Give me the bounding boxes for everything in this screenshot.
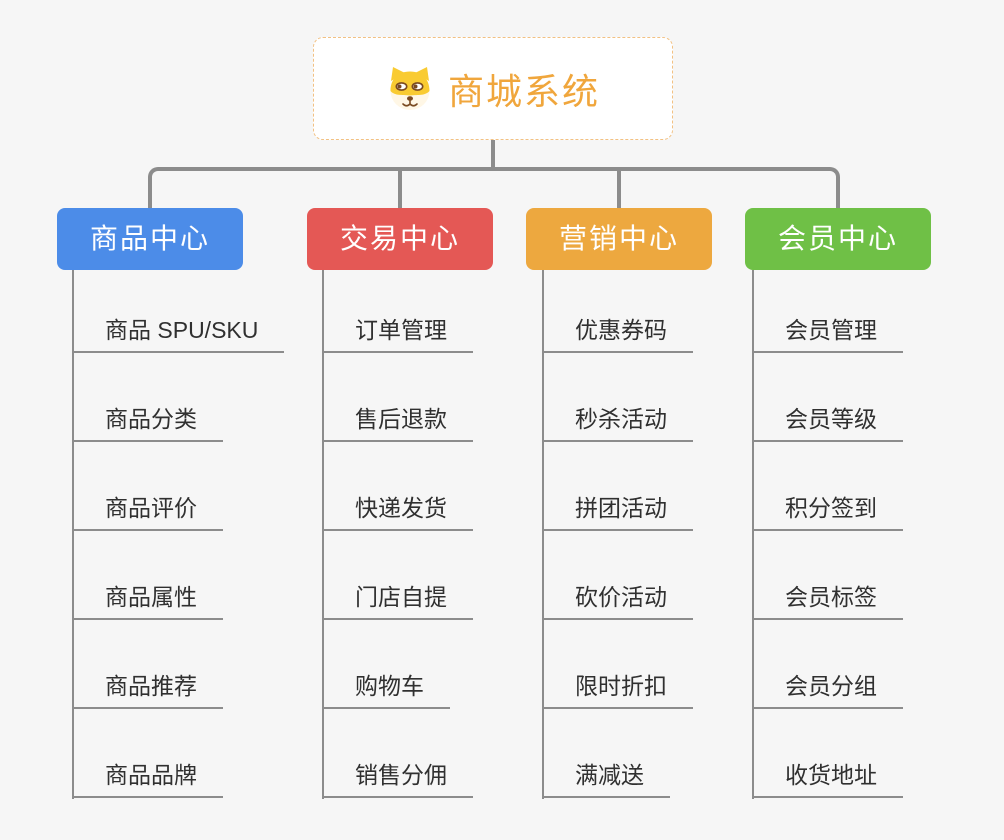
connector-spine-goods	[72, 270, 74, 799]
leaf-node[interactable]: 商品分类	[72, 404, 223, 442]
leaf-node[interactable]: 会员标签	[752, 582, 903, 620]
leaf-node[interactable]: 商品品牌	[72, 760, 223, 798]
leaf-node[interactable]: 会员等级	[752, 404, 903, 442]
connector-drop-trade	[398, 167, 402, 208]
connector-spine-marketing	[542, 270, 544, 799]
leaf-node[interactable]: 拼团活动	[542, 493, 693, 531]
leaf-node[interactable]: 砍价活动	[542, 582, 693, 620]
leaf-node[interactable]: 订单管理	[322, 315, 473, 353]
leaf-node[interactable]: 购物车	[322, 671, 450, 709]
leaf-node[interactable]: 销售分佣	[322, 760, 473, 798]
leaf-node[interactable]: 门店自提	[322, 582, 473, 620]
connector-spine-member	[752, 270, 754, 799]
leaf-node[interactable]: 商品评价	[72, 493, 223, 531]
root-node[interactable]: 商城系统	[313, 37, 673, 140]
leaf-node[interactable]: 秒杀活动	[542, 404, 693, 442]
leaf-node[interactable]: 售后退款	[322, 404, 473, 442]
leaf-node[interactable]: 会员管理	[752, 315, 903, 353]
dog-face-icon	[386, 66, 434, 112]
leaf-node[interactable]: 优惠券码	[542, 315, 693, 353]
branch-node-goods[interactable]: 商品中心	[57, 208, 243, 270]
leaf-node[interactable]: 快递发货	[322, 493, 473, 531]
leaf-node[interactable]: 限时折扣	[542, 671, 693, 709]
connector-spine-trade	[322, 270, 324, 799]
connector-bus	[148, 167, 840, 208]
root-title: 商城系统	[447, 70, 600, 112]
leaf-node[interactable]: 积分签到	[752, 493, 903, 531]
branch-node-trade[interactable]: 交易中心	[307, 208, 493, 270]
leaf-node[interactable]: 商品推荐	[72, 671, 223, 709]
branch-node-marketing[interactable]: 营销中心	[526, 208, 712, 270]
leaf-node[interactable]: 商品 SPU/SKU	[72, 315, 285, 353]
leaf-node[interactable]: 商品属性	[72, 582, 223, 620]
leaf-node[interactable]: 收货地址	[752, 760, 903, 798]
connector-drop-marketing	[617, 167, 621, 208]
branch-node-member[interactable]: 会员中心	[745, 208, 931, 270]
leaf-node[interactable]: 会员分组	[752, 671, 903, 709]
leaf-node[interactable]: 满减送	[542, 760, 670, 798]
connector-root-stem	[491, 140, 495, 168]
